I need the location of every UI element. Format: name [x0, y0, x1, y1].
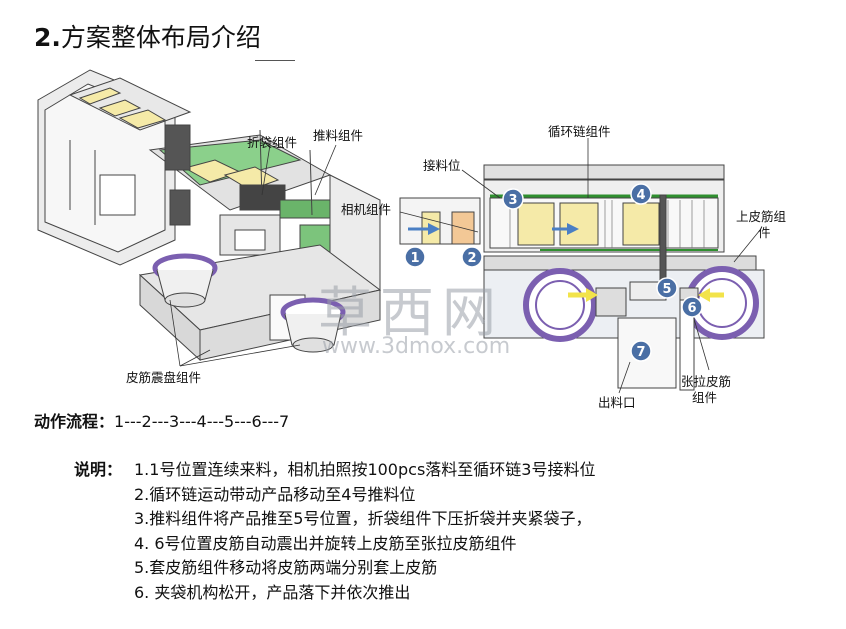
marker-5 — [656, 277, 678, 299]
description-notes: 说明： 1.1号位置连续来料，相机拍照按100pcs落料至循环链3号接料位 2.… — [74, 458, 595, 605]
isometric-machine — [37, 69, 382, 362]
flow-label: 动作流程： — [34, 412, 115, 431]
label-upper-band: 上皮筋组 — [736, 209, 787, 224]
label-outlet: 出料口 — [598, 395, 636, 410]
note-item: 3.推料组件将产品推至5号位置，折袋组件下压折袋并夹紧袋子， — [134, 509, 592, 528]
marker-1 — [404, 246, 426, 268]
flow-steps: 1---2---3---4---5---6---7 — [114, 412, 290, 431]
note-item: 6. 夹袋机构松开，产品落下并依次推出 — [134, 582, 411, 602]
marker-6 — [681, 296, 703, 318]
label-tension-2: 组件 — [692, 390, 718, 405]
label-camera: 相机组件 — [341, 202, 392, 217]
label-push: 推料组件 — [313, 128, 364, 143]
flow-arrows — [408, 223, 724, 302]
marker-6-text: 6 — [687, 301, 696, 316]
label-upper-band-2: 件 — [758, 225, 771, 240]
title-text: 方案整体布局介绍 — [60, 23, 261, 52]
step-markers — [404, 183, 703, 362]
marker-7-text: 7 — [636, 345, 645, 360]
title-number: 2. — [34, 23, 61, 52]
watermark-url: www.3dmox.com — [322, 334, 511, 359]
notes-head: 说明： — [74, 460, 123, 479]
label-vibration: 皮筋震盘组件 — [126, 370, 202, 385]
note-item: 1.1号位置连续来料，相机拍照按100pcs落料至循环链3号接料位 — [134, 460, 596, 479]
top-view-layout — [399, 164, 765, 391]
note-item: 2.循环链运动带动产品移动至4号推料位 — [134, 484, 416, 504]
note-item: 5.套皮筋组件移动将皮筋两端分别套上皮筋 — [134, 558, 438, 577]
label-tension: 张拉皮筋 — [681, 374, 732, 389]
marker-4 — [630, 183, 652, 205]
marker-2-text: 2 — [467, 251, 476, 266]
page-title: 2.方案整体布局介绍 — [34, 18, 261, 54]
marker-3-text: 3 — [508, 193, 517, 208]
note-row: 说明： 1.1号位置连续来料，相机拍照按100pcs落料至循环链3号接料位 — [74, 458, 595, 483]
title-underline — [255, 60, 295, 61]
note-item: 4. 6号位置皮筋自动震出并旋转上皮筋至张拉皮筋组件 — [134, 533, 517, 553]
label-chain: 循环链组件 — [548, 124, 611, 139]
marker-4-text: 4 — [636, 188, 645, 203]
marker-3 — [502, 188, 524, 210]
left-leaders — [169, 144, 337, 367]
marker-5-text: 5 — [662, 282, 671, 297]
label-fold-bag: 折袋组件 — [247, 135, 298, 150]
marker-7 — [630, 340, 652, 362]
label-receive: 接料位 — [423, 158, 461, 173]
watermark-cn: 草西网 — [318, 281, 504, 344]
marker-1-text: 1 — [410, 251, 419, 266]
action-flow: 动作流程：1---2---3---4---5---6---7 — [34, 408, 289, 432]
right-leaders — [399, 138, 761, 394]
marker-2 — [461, 246, 483, 268]
